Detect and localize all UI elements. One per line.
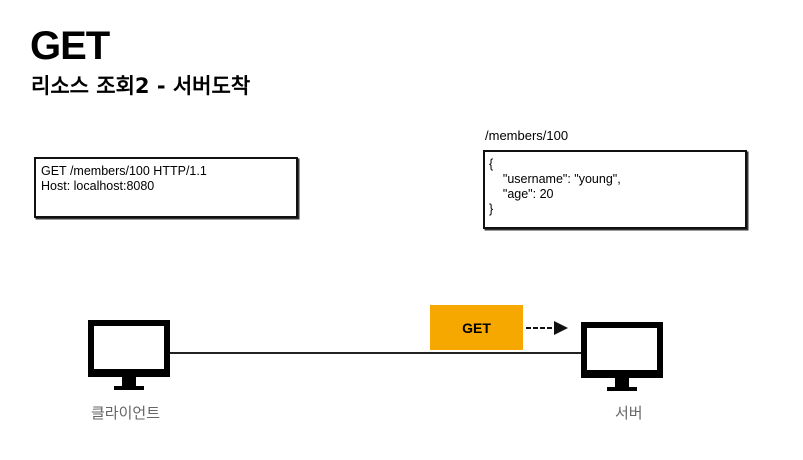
network-connection-line [165, 352, 585, 354]
json-age-line: "age": 20 [489, 187, 554, 201]
server-label: 서버 [615, 404, 643, 422]
resource-json-box: { "username": "young", "age": 20 } [483, 150, 747, 229]
resource-path-label: /members/100 [485, 128, 569, 143]
client-monitor-icon [88, 320, 170, 390]
slide-subtitle: 리소스 조회2 - 서버도착 [31, 74, 251, 98]
json-username-line: "username": "young", [489, 172, 621, 186]
client-label: 클라이언트 [91, 404, 161, 422]
request-host-header: Host: localhost:8080 [41, 179, 155, 193]
json-open-brace: { [489, 157, 494, 171]
arrow-right-icon [526, 321, 568, 335]
get-message-badge: GET [430, 305, 523, 350]
request-line: GET /members/100 HTTP/1.1 [41, 164, 207, 178]
http-request-box: GET /members/100 HTTP/1.1 Host: localhos… [34, 157, 298, 218]
json-close-brace: } [489, 202, 494, 216]
slide-title: GET [30, 24, 110, 68]
server-monitor-icon [581, 322, 663, 391]
